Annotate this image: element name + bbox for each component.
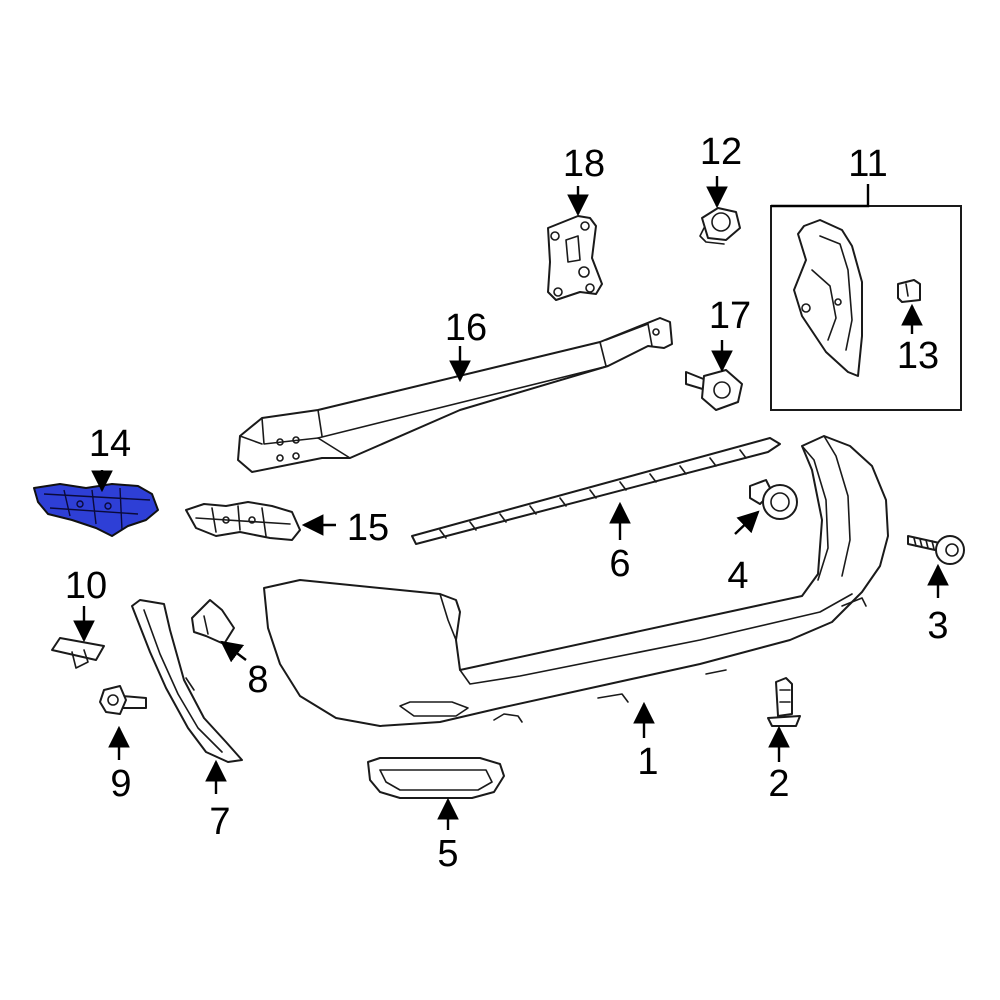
callout-8[interactable]: 8 [247,659,268,701]
part-18-mounting-bracket[interactable] [547,215,603,301]
part-4-retainer[interactable] [749,479,798,520]
part-1-bumper-cover[interactable] [263,435,889,727]
callout-16[interactable]: 16 [445,307,487,349]
part-6-reflector-strip[interactable] [411,437,781,545]
part-11-bracket-kit[interactable] [770,205,962,411]
callout-13[interactable]: 13 [897,335,939,377]
part-10-tape[interactable] [51,637,105,669]
callout-7[interactable]: 7 [209,801,230,843]
callout-9[interactable]: 9 [110,763,131,805]
leader-lines [73,176,949,830]
part-3-bolt[interactable] [907,535,965,565]
callout-11[interactable]: 11 [848,143,887,185]
part-2-push-clip[interactable] [767,677,801,727]
callout-6[interactable]: 6 [609,543,630,585]
part-12-nut[interactable] [699,207,741,245]
callout-14[interactable]: 14 [89,423,131,465]
callout-4[interactable]: 4 [727,555,748,597]
part-5-reflector[interactable] [367,757,505,799]
callout-17[interactable]: 17 [709,295,751,337]
part-14-body [33,483,159,537]
part-13-clip[interactable] [897,279,921,303]
part-16-reinforcement-beam[interactable] [237,317,673,473]
callout-12[interactable]: 12 [700,131,742,173]
part-8-bracket[interactable] [191,599,235,645]
part-17-bolt[interactable] [685,369,743,411]
part-9-pin[interactable] [99,685,147,715]
callout-10[interactable]: 10 [65,565,107,607]
callout-labels: 1 2 3 4 5 6 7 8 9 10 11 12 13 14 15 16 1… [65,131,949,875]
callout-5[interactable]: 5 [437,833,458,875]
part-15-bracket[interactable] [185,501,301,541]
part-14-bumper-bracket-highlighted[interactable] [33,483,159,537]
part-7-side-molding[interactable] [131,599,243,763]
callout-18[interactable]: 18 [563,143,605,185]
callout-15[interactable]: 15 [347,507,389,549]
callout-1[interactable]: 1 [637,741,658,783]
callout-3[interactable]: 3 [927,605,948,647]
callout-2[interactable]: 2 [768,763,789,805]
